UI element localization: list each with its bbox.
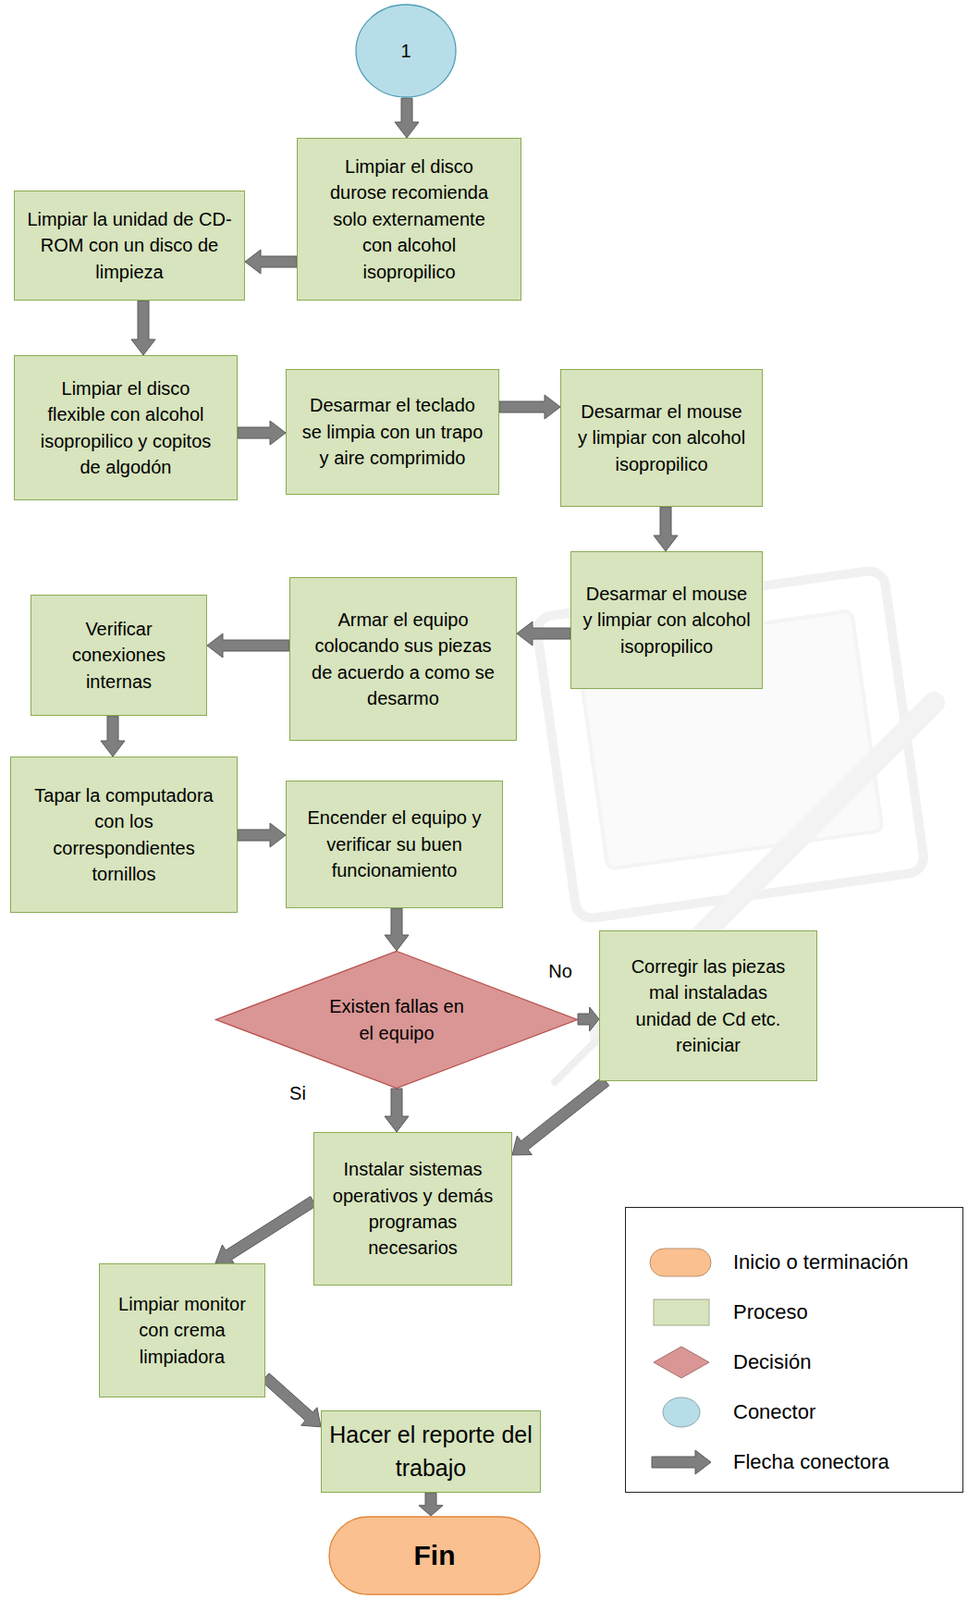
legend-swatch <box>648 1445 715 1479</box>
node-text: Desarmar el mouse y limpiar con alcohol … <box>581 580 753 660</box>
flow-arrow <box>418 1492 443 1516</box>
node-text: Limpiar la unidad de CD-ROM con un disco… <box>24 206 235 285</box>
flow-arrow <box>245 249 297 274</box>
node-text: Desarmar el teclado se limpia con un tra… <box>300 392 486 471</box>
edge-label: No <box>540 957 580 985</box>
terminal-oval: Fin <box>328 1515 541 1595</box>
flow-arrow <box>384 1088 409 1132</box>
flow-arrow <box>499 394 561 419</box>
decision-diamond-outline <box>215 950 578 1089</box>
legend-row: Proceso <box>625 1293 963 1331</box>
legend-swatch <box>648 1245 715 1279</box>
process-box: Desarmar el mouse y limpiar con alcohol … <box>570 551 763 689</box>
node-text: Desarmar el mouse y limpiar con alcohol … <box>575 398 748 478</box>
legend-row: Decisión <box>625 1343 963 1381</box>
node-text: Instalar sistemas operativos y demás pro… <box>330 1155 497 1262</box>
process-box: Instalar sistemas operativos y demás pro… <box>313 1131 513 1286</box>
flow-arrow <box>394 98 419 138</box>
process-box: Limpiar la unidad de CD-ROM con un disco… <box>13 190 246 301</box>
legend-row: Inicio o terminación <box>625 1243 963 1281</box>
flow-arrow <box>577 1006 600 1031</box>
flow-arrow <box>215 1196 317 1265</box>
flow-arrow <box>516 621 571 646</box>
flow-arrow <box>384 907 409 951</box>
legend-swatch <box>648 1345 715 1379</box>
flow-arrow <box>261 1372 321 1427</box>
process-box: Desarmar el teclado se limpia con un tra… <box>285 368 500 495</box>
process-box: Limpiar el disco flexible con alcohol is… <box>13 355 238 501</box>
flow-arrow <box>131 300 156 356</box>
edge-label: Si <box>281 1079 314 1107</box>
legend-text: Conector <box>733 1399 816 1424</box>
flow-arrow <box>237 420 286 445</box>
process-box: Hacer el reporte del trabajo <box>320 1409 541 1493</box>
flow-arrow <box>207 633 290 658</box>
process-box: Tapar la computadora con los correspondi… <box>10 756 238 913</box>
flow-arrow <box>512 1076 610 1155</box>
legend-swatch <box>648 1395 715 1429</box>
process-box: Verificar conexiones internas <box>30 594 208 716</box>
process-box: Armar el equipo colocando sus piezas de … <box>289 576 517 741</box>
flow-arrow <box>100 715 125 757</box>
node-text: Limpiar monitor con crema limpiadora <box>115 1290 250 1370</box>
node-text: Corregir las piezas mal instaladas unida… <box>620 953 797 1059</box>
legend-row: Conector <box>625 1393 963 1431</box>
node-text: Fin <box>351 1535 518 1576</box>
legend-swatch <box>648 1295 715 1329</box>
legend-row: Flecha conectora <box>625 1443 963 1481</box>
node-text: 1 <box>378 37 434 64</box>
connector-circle: 1 <box>355 3 457 99</box>
legend-text: Flecha conectora <box>733 1449 890 1474</box>
node-text: Existen fallas en el equipo <box>327 992 466 1046</box>
node-text: Limpiar el disco flexible con alcohol is… <box>31 375 221 481</box>
legend-box: Inicio o terminaciónProcesoDecisiónConec… <box>624 1206 964 1493</box>
legend-text: Inicio o terminación <box>733 1249 909 1275</box>
process-box: Limpiar el disco durose recomienda solo … <box>296 137 522 301</box>
node-text: Hacer el reporte del trabajo <box>329 1418 533 1484</box>
node-text: Verificar conexiones internas <box>45 615 194 695</box>
process-box: Limpiar monitor con crema limpiadora <box>98 1262 266 1397</box>
node-text: Tapar la computadora con los correspondi… <box>31 782 217 888</box>
process-box: Desarmar el mouse y limpiar con alcohol … <box>560 368 763 507</box>
process-box: Encender el equipo y verificar su buen f… <box>285 780 503 908</box>
node-text: Encender el equipo y verificar su buen f… <box>299 804 490 883</box>
flow-arrow <box>653 506 678 552</box>
node-text: Armar el equipo colocando sus piezas de … <box>305 606 502 712</box>
legend-text: Proceso <box>733 1299 809 1324</box>
process-box: Corregir las piezas mal instaladas unida… <box>599 930 818 1081</box>
node-text: Limpiar el disco durose recomienda solo … <box>321 153 498 285</box>
decision-diamond: Existen fallas en el equipo <box>215 950 578 1089</box>
flow-arrow <box>237 822 286 847</box>
legend-text: Decisión <box>733 1349 811 1374</box>
